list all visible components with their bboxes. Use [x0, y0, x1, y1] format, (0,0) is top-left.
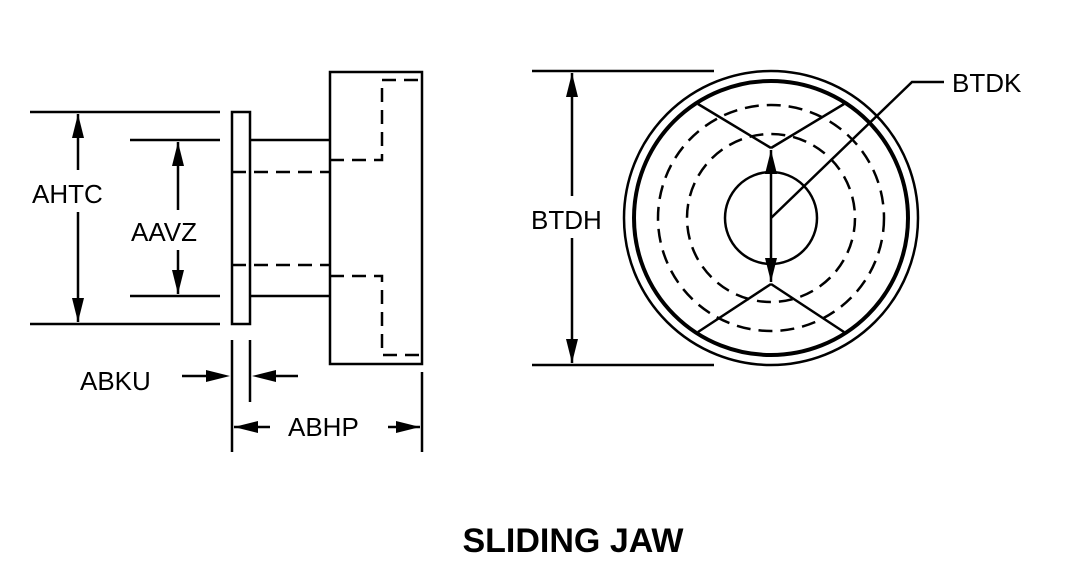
- aavz-arrow-down: [172, 270, 184, 294]
- v-slot-top-right: [770, 102, 845, 150]
- v-slot-bottom-right: [770, 282, 845, 334]
- flange-plate: [230, 110, 252, 326]
- ahtc-arrow-up: [72, 114, 84, 138]
- aavz-arrow-up: [172, 142, 184, 166]
- diagram-title: SLIDING JAW: [462, 522, 684, 560]
- abhp-arrow-left: [234, 421, 258, 433]
- v-slot-bottom-left: [697, 282, 772, 334]
- inner-rim: [632, 79, 910, 357]
- abhp-label: ABHP: [288, 412, 359, 442]
- ahtc-arrow-down: [72, 298, 84, 322]
- btdh-arrow-down: [566, 339, 578, 363]
- body-hidden-upper: [330, 78, 422, 162]
- body-hidden-lower: [330, 274, 422, 357]
- outer-rim: [622, 69, 920, 367]
- v-slot-top-left: [697, 102, 772, 150]
- jaw-body: [328, 70, 424, 366]
- side-view: AHTC AAVZ ABKU ABHP: [30, 70, 424, 452]
- abhp-arrow-right: [396, 421, 420, 433]
- btdk-leader: [770, 80, 944, 219]
- btdk-arrow-up: [765, 150, 777, 174]
- btdk-label: BTDK: [952, 68, 1022, 98]
- abku-label: ABKU: [80, 366, 151, 396]
- hidden-circle-outer: [656, 103, 886, 333]
- ahtc-label: AHTC: [32, 179, 103, 209]
- hidden-circle-inner: [685, 132, 857, 304]
- front-view: BTDK BTDH: [531, 68, 1022, 367]
- btdh-label: BTDH: [531, 205, 602, 235]
- aavz-label: AAVZ: [131, 217, 197, 247]
- abku-arrow-left: [206, 370, 230, 382]
- abku-arrow-right: [252, 370, 276, 382]
- btdk-arrow-down: [765, 258, 777, 282]
- btdh-arrow-up: [566, 73, 578, 97]
